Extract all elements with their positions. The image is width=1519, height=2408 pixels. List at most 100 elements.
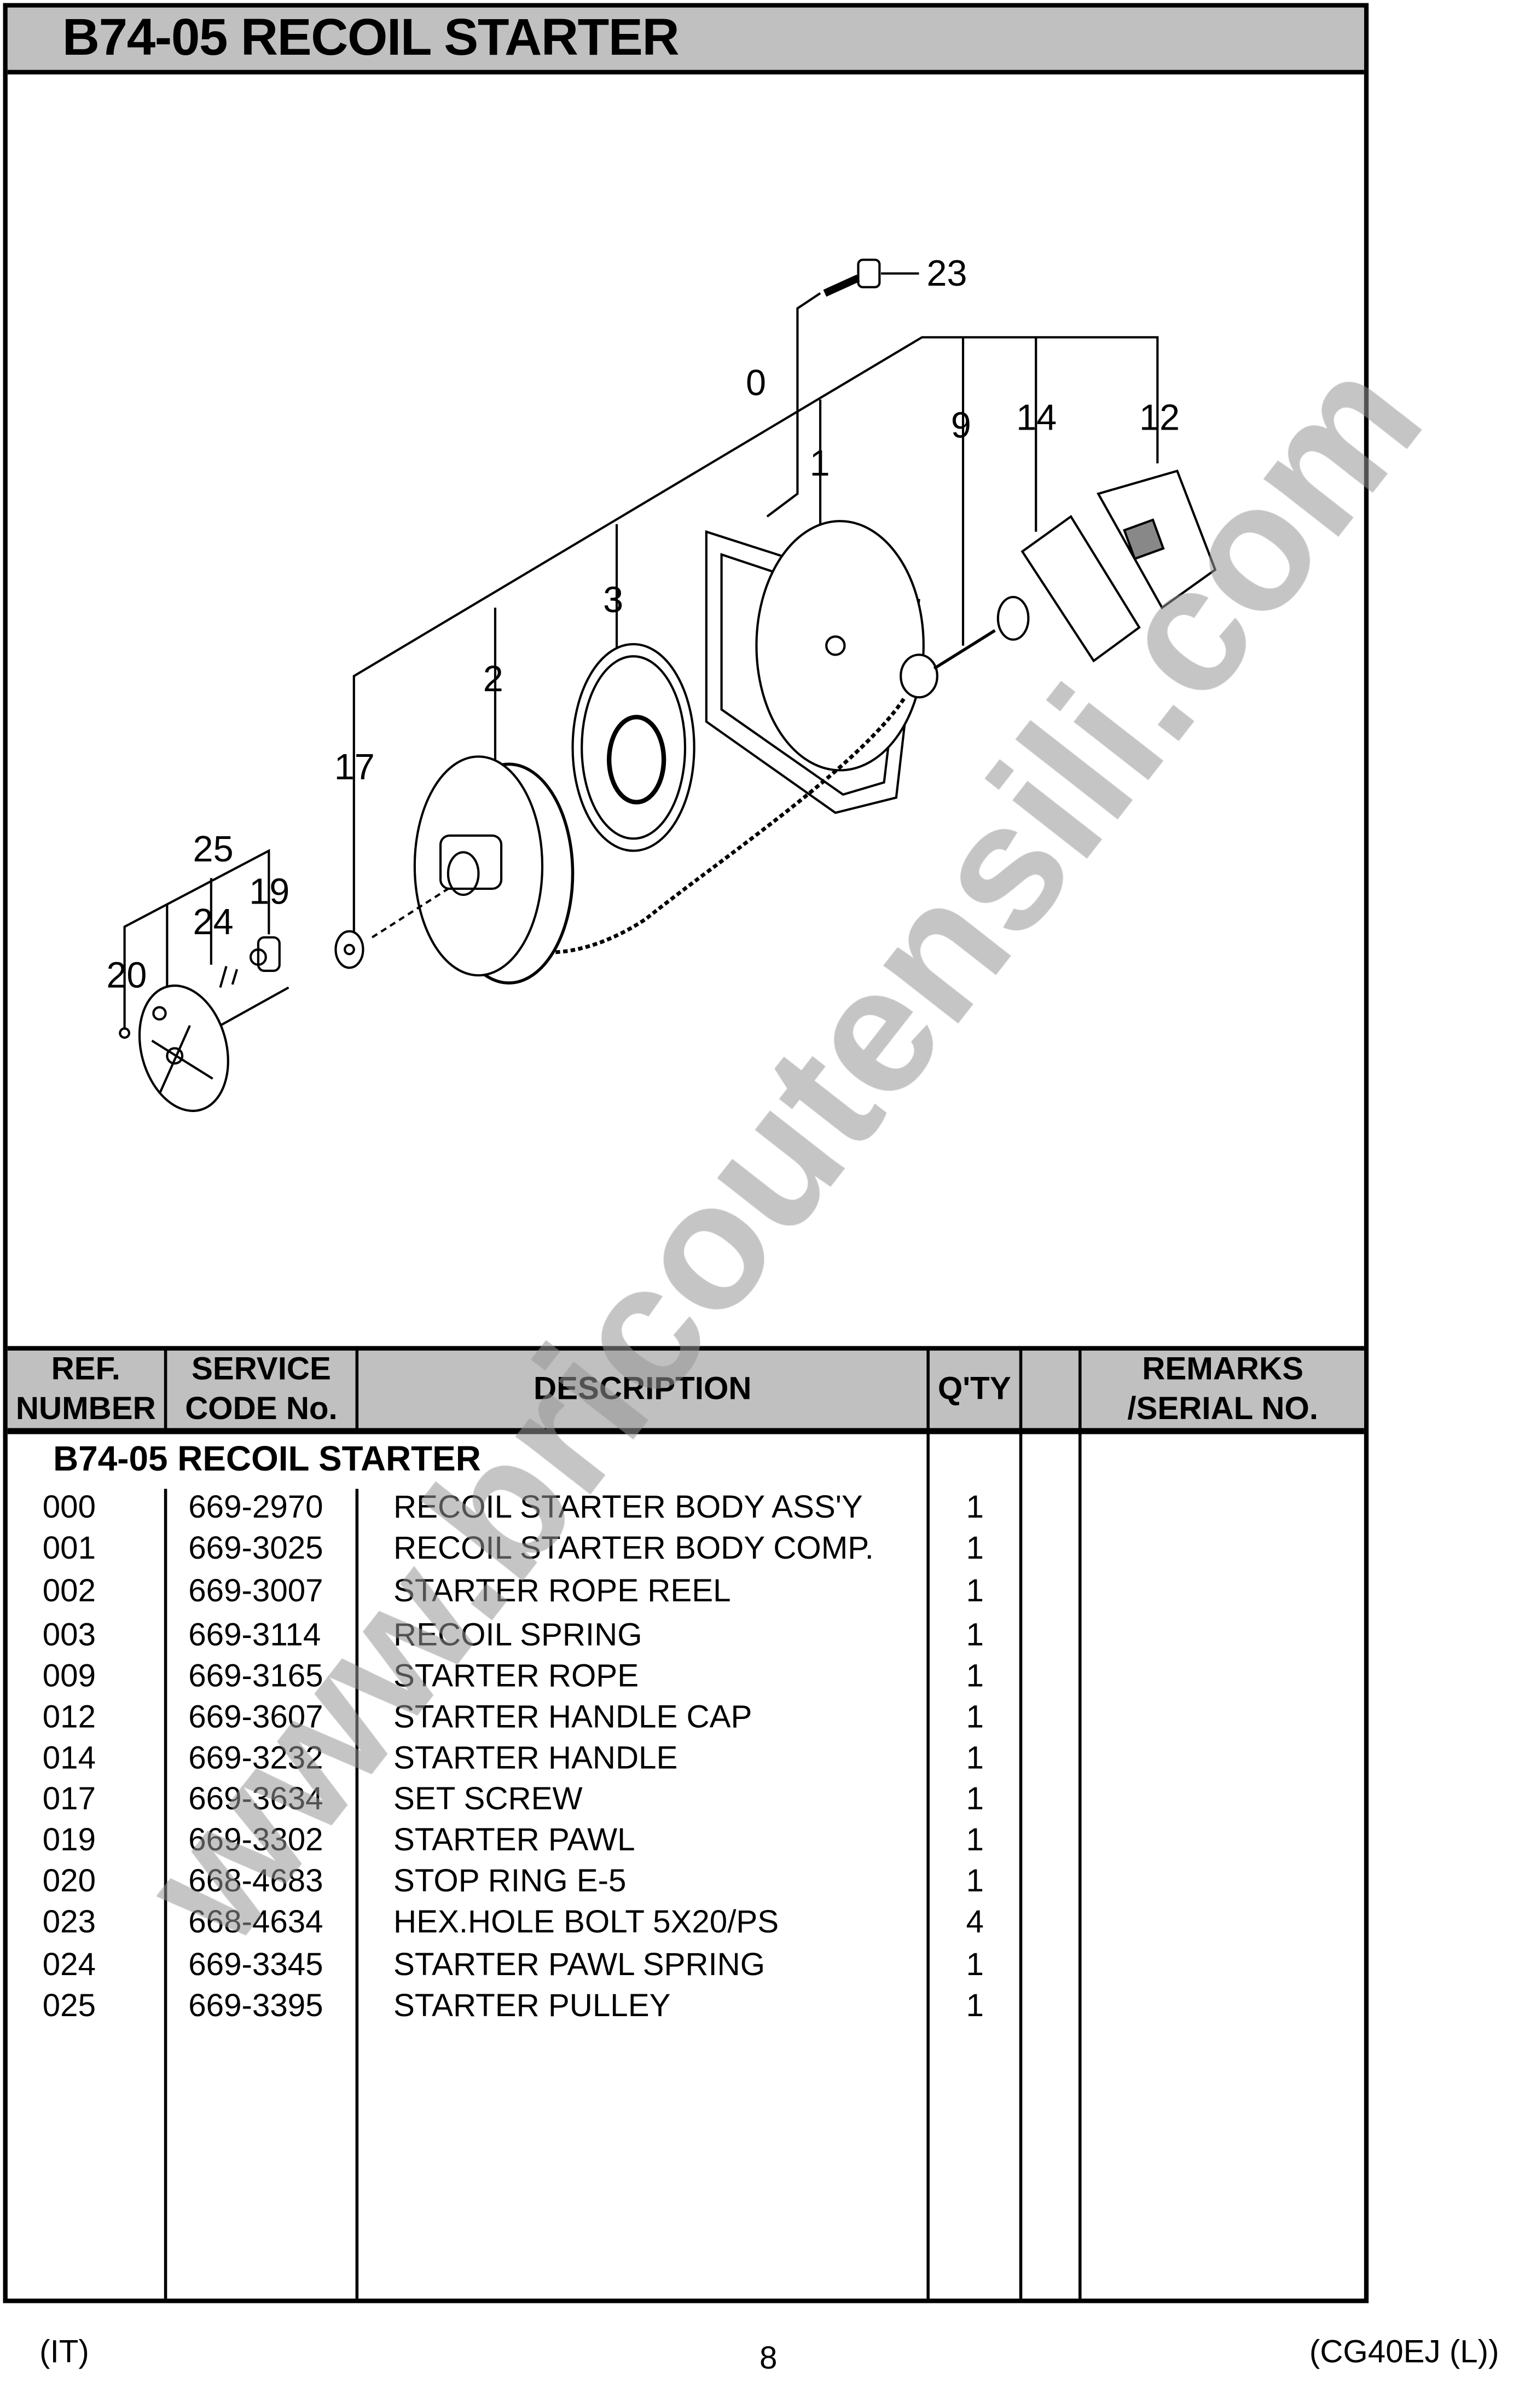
ref-cell: 000 bbox=[42, 1490, 96, 1526]
ref-cell: 009 bbox=[42, 1659, 96, 1694]
qty-cell: 1 bbox=[966, 1700, 984, 1735]
starter-handle bbox=[996, 470, 1217, 663]
qty-cell: 1 bbox=[966, 1741, 984, 1776]
callout-2: 2 bbox=[483, 659, 503, 699]
starter-pulley bbox=[138, 984, 229, 1112]
description-cell: SET SCREW bbox=[393, 1782, 583, 1817]
table-row: 014 669-3232 STARTER HANDLE 1 bbox=[8, 1741, 1364, 1782]
ref-cell: 003 bbox=[42, 1618, 96, 1653]
header-ref-line2: NUMBER bbox=[15, 1391, 156, 1426]
qty-cell: 1 bbox=[966, 1988, 984, 2024]
parts-sheet-frame: B74-05 RECOIL STARTER bbox=[3, 3, 1369, 2303]
ref-cell: 001 bbox=[42, 1531, 96, 1567]
service-code-cell: 668-4634 bbox=[188, 1905, 323, 1940]
service-code-cell: 669-3345 bbox=[188, 1947, 323, 1983]
description-cell: STARTER ROPE bbox=[393, 1659, 639, 1694]
service-code-cell: 669-3395 bbox=[188, 1988, 323, 2024]
header-code-line2: CODE No. bbox=[185, 1391, 338, 1426]
callout-24: 24 bbox=[193, 902, 234, 942]
ref-cell: 023 bbox=[42, 1905, 96, 1940]
qty-cell: 1 bbox=[966, 1490, 984, 1526]
qty-cell: 1 bbox=[966, 1864, 984, 1899]
callout-19: 19 bbox=[249, 872, 289, 912]
col-divider bbox=[164, 1346, 167, 1430]
table-row: 000 669-2970 RECOIL STARTER BODY ASS'Y 1 bbox=[8, 1490, 1364, 1531]
description-cell: RECOIL SPRING bbox=[393, 1618, 642, 1653]
qty-cell: 1 bbox=[966, 1531, 984, 1567]
description-cell: STARTER PAWL SPRING bbox=[393, 1947, 766, 1983]
service-code-cell: 669-3165 bbox=[188, 1659, 323, 1694]
ref-cell: 002 bbox=[42, 1573, 96, 1609]
service-code-cell: 669-3607 bbox=[188, 1700, 323, 1735]
service-code-cell: 669-2970 bbox=[188, 1490, 323, 1526]
ref-cell: 017 bbox=[42, 1782, 96, 1817]
header-ref-number: REF. NUMBER bbox=[8, 1351, 164, 1428]
col-divider bbox=[355, 1346, 359, 1430]
qty-cell: 1 bbox=[966, 1782, 984, 1817]
header-ref-line1: REF. bbox=[51, 1351, 120, 1387]
hex-hole-bolt bbox=[823, 258, 881, 297]
set-screw bbox=[334, 930, 364, 969]
callout-9: 9 bbox=[951, 405, 971, 445]
description-cell: STARTER ROPE REEL bbox=[393, 1573, 731, 1609]
service-code-cell: 669-3114 bbox=[188, 1618, 321, 1653]
qty-cell: 1 bbox=[966, 1659, 984, 1694]
callout-23: 23 bbox=[926, 253, 967, 294]
footer-region: (IT) bbox=[39, 2335, 89, 2370]
callout-3: 3 bbox=[603, 580, 623, 621]
description-cell: STARTER PAWL bbox=[393, 1823, 635, 1859]
diagram-svg: 23 0 1 9 14 12 3 2 17 25 19 24 20 bbox=[106, 253, 1217, 1112]
ref-cell: 012 bbox=[42, 1700, 96, 1735]
footer-model: (CG40EJ (L)) bbox=[1309, 2335, 1499, 2370]
header-remarks-line2: /SERIAL NO. bbox=[1127, 1391, 1319, 1426]
service-code-cell: 669-3025 bbox=[188, 1531, 323, 1567]
table-row: 002 669-3007 STARTER ROPE REEL 1 bbox=[8, 1574, 1364, 1615]
ref-cell: 024 bbox=[42, 1947, 96, 1983]
table-row: 017 669-3634 SET SCREW 1 bbox=[8, 1782, 1364, 1823]
callout-14: 14 bbox=[1016, 398, 1057, 438]
callout-20: 20 bbox=[106, 955, 147, 995]
service-code-cell: 669-3302 bbox=[188, 1823, 323, 1859]
ref-cell: 020 bbox=[42, 1864, 96, 1899]
table-row: 003 669-3114 RECOIL SPRING 1 bbox=[8, 1618, 1364, 1659]
table-row: 001 669-3025 RECOIL STARTER BODY COMP. 1 bbox=[8, 1531, 1364, 1572]
page-title: B74-05 RECOIL STARTER bbox=[62, 9, 680, 67]
recoil-starter-body bbox=[705, 520, 938, 814]
service-code-cell: 668-4683 bbox=[188, 1864, 323, 1899]
description-cell: STARTER PULLEY bbox=[393, 1988, 671, 2024]
table-row: 012 669-3607 STARTER HANDLE CAP 1 bbox=[8, 1700, 1364, 1741]
description-cell: RECOIL STARTER BODY COMP. bbox=[393, 1531, 874, 1567]
callout-12: 12 bbox=[1139, 398, 1180, 438]
header-remarks: REMARKS/SERIAL NO. bbox=[1082, 1351, 1364, 1428]
ref-cell: 014 bbox=[42, 1741, 96, 1776]
qty-cell: 1 bbox=[966, 1618, 984, 1653]
callout-25: 25 bbox=[193, 829, 234, 870]
section-title: B74-05 RECOIL STARTER bbox=[53, 1438, 481, 1479]
service-code-cell: 669-3634 bbox=[188, 1782, 323, 1817]
description-cell: RECOIL STARTER BODY ASS'Y bbox=[393, 1490, 863, 1526]
recoil-spring bbox=[571, 642, 695, 852]
header-qty: Q'TY bbox=[937, 1371, 1011, 1406]
exploded-diagram: 23 0 1 9 14 12 3 2 17 25 19 24 20 bbox=[8, 74, 1364, 1346]
starter-rope-reel bbox=[413, 755, 575, 985]
callout-1: 1 bbox=[810, 443, 830, 484]
description-cell: STARTER HANDLE bbox=[393, 1741, 678, 1776]
header-description: DESCRIPTION bbox=[534, 1371, 752, 1406]
callout-17: 17 bbox=[334, 747, 375, 788]
qty-cell: 1 bbox=[966, 1573, 984, 1609]
service-code-cell: 669-3232 bbox=[188, 1741, 323, 1776]
description-cell: STARTER HANDLE CAP bbox=[393, 1700, 752, 1735]
description-cell: HEX.HOLE BOLT 5X20/PS bbox=[393, 1905, 779, 1940]
qty-cell: 1 bbox=[966, 1823, 984, 1859]
table-row: 009 669-3165 STARTER ROPE 1 bbox=[8, 1659, 1364, 1700]
service-code-cell: 669-3007 bbox=[188, 1573, 323, 1609]
page-number: 8 bbox=[760, 2341, 778, 2376]
